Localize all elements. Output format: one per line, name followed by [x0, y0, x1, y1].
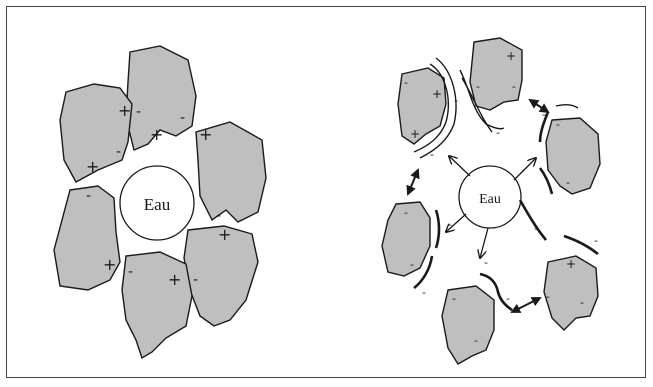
negative-charge: -: [410, 258, 414, 271]
negative-charge: -: [454, 94, 458, 107]
clay-particle: [545, 117, 601, 195]
negative-charge: -: [580, 296, 584, 309]
negative-charge: -: [86, 188, 91, 204]
negative-charge: -: [193, 272, 198, 288]
positive-charge: +: [218, 225, 231, 244]
negative-charge: -: [448, 218, 452, 231]
surface-charges: + + - - - - - - + - - - - - - - - - + - …: [404, 49, 598, 347]
clay-particle: [543, 255, 599, 331]
negative-charge: -: [422, 286, 426, 299]
negative-charge: -: [566, 176, 570, 189]
negative-charge: -: [534, 222, 538, 235]
clay-particle: [441, 285, 495, 365]
water-molecule: [119, 165, 195, 241]
clay-particle: [121, 251, 193, 360]
repulsion-arrows: [406, 98, 550, 313]
negative-charge: -: [136, 104, 141, 120]
negative-charge: -: [452, 292, 456, 305]
negative-charge: -: [512, 80, 516, 93]
clay-particle: [381, 201, 431, 277]
negative-charge: -: [496, 126, 500, 139]
clay-particle: [195, 121, 267, 223]
positive-charge: +: [199, 125, 212, 144]
positive-charge: +: [118, 101, 131, 120]
negative-charge: -: [128, 264, 133, 280]
negative-charge: -: [430, 148, 434, 161]
positive-charge: +: [86, 157, 99, 176]
negative-charge: -: [180, 110, 185, 126]
negative-charge: -: [476, 80, 480, 93]
water-label: Eau: [144, 195, 171, 214]
negative-charge: -: [542, 108, 546, 121]
figure-frame: [6, 6, 646, 378]
clay-particle: [469, 37, 523, 111]
negative-charge: -: [506, 292, 510, 305]
negative-charge: -: [556, 118, 560, 131]
positive-charge: +: [168, 270, 181, 289]
positive-charge: +: [506, 49, 516, 63]
negative-charge: -: [404, 206, 408, 219]
negative-charge: -: [594, 234, 598, 247]
positive-charge: +: [150, 125, 163, 144]
positive-charge: +: [566, 257, 576, 271]
positive-charge: +: [432, 87, 442, 101]
negative-charge: -: [404, 76, 408, 89]
dispersion-arrows: [446, 156, 536, 258]
negative-charge: -: [546, 290, 550, 303]
left-panel: Eau + + - - - + + - + + - - + -: [53, 45, 267, 360]
water-molecule: [458, 165, 522, 229]
negative-charge: -: [474, 334, 478, 347]
positive-charge: +: [410, 127, 420, 141]
clay-particle: [397, 67, 447, 145]
right-panel: Eau: [381, 37, 601, 365]
negative-charge: -: [484, 256, 488, 269]
negative-charge: -: [116, 144, 121, 160]
water-films: [413, 57, 599, 312]
negative-charge: -: [216, 208, 221, 224]
clay-particle: [53, 185, 121, 291]
clay-particle: [59, 83, 133, 183]
surface-charges: + + - - - + + - + + - - + -: [86, 101, 231, 289]
water-label: Eau: [479, 192, 501, 207]
positive-charge: +: [103, 255, 116, 274]
